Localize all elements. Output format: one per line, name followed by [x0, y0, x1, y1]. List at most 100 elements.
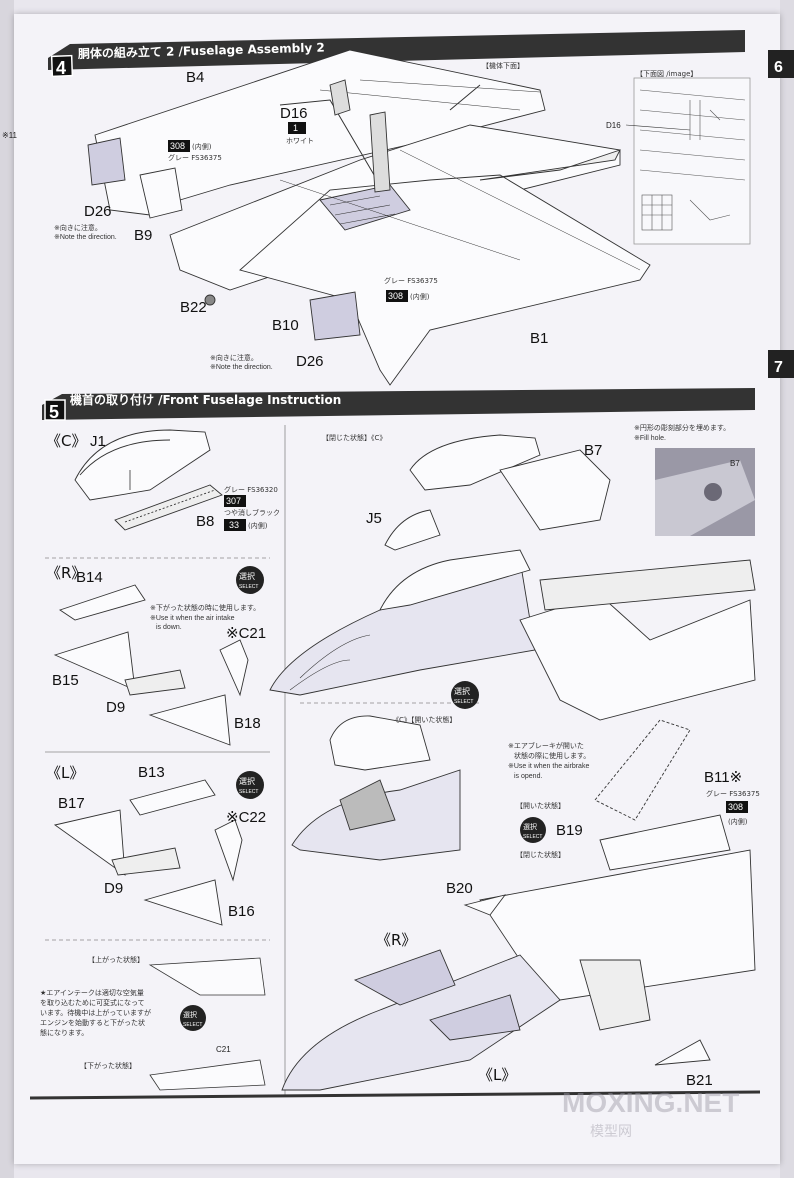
paint-307-num: 307: [226, 496, 241, 506]
svg-text:選択: 選択: [239, 776, 255, 786]
svg-text:選択: 選択: [183, 1010, 197, 1019]
nose-open-labels: 《C》【開いた状態】: [392, 715, 456, 724]
svg-text:選択: 選択: [239, 571, 255, 581]
select-badge-l: 選択 SELECT: [236, 771, 264, 799]
part-b4: B4: [186, 69, 204, 86]
paint-33-side: (内側): [248, 521, 268, 530]
svg-text:SELECT: SELECT: [239, 584, 258, 590]
part-b13: B13: [138, 764, 165, 781]
paint-308-name-a: グレー FS36375: [168, 153, 222, 162]
select-badge-intake: 選択 SELECT: [180, 1005, 206, 1031]
step5-number: 5: [49, 402, 59, 422]
part-b22: B22: [180, 299, 207, 316]
paint-33-num: 33: [229, 520, 239, 530]
part-b19: B19: [556, 822, 583, 839]
nose-intake-labels: 《R》 《L》: [376, 931, 516, 1084]
part-d9: D9: [106, 699, 125, 716]
note-direction-b-en: ※Note the direction.: [210, 364, 273, 371]
under-view-label: 【機体下面】: [482, 61, 524, 70]
subsection-l-labels: 《L》 B13 選択 SELECT B17 ※C22 D9 B16: [46, 764, 266, 920]
intake-state-panel: [148, 957, 266, 1091]
note-direction-a-en: ※Note the direction.: [54, 234, 117, 241]
intake-note-2: を取り込むために可変式になって: [40, 998, 145, 1007]
intake-note-5: 態になります。: [40, 1028, 88, 1037]
nose-intake-drawing: [281, 949, 561, 1091]
part-j1: J1: [90, 433, 106, 450]
part-j5: J5: [366, 510, 382, 527]
note-airbrake-1: ※エアブレーキが開いた: [508, 741, 584, 750]
intake-up-label: 【上がった状態】: [88, 955, 144, 964]
part-d26: D26: [84, 203, 112, 220]
airbrake-labels: ※エアブレーキが開いた 状態の際に使用します。 ※Use it when the…: [446, 741, 760, 1089]
part-b14: B14: [76, 569, 103, 586]
step4-title: 胴体の組み立て 2 /Fuselage Assembly 2: [78, 40, 325, 61]
note-down-en1: ※Use it when the air intake: [150, 615, 235, 622]
paint-33-name: つや消しブラック: [224, 508, 280, 517]
fuselage-assembly-drawing: [87, 49, 651, 386]
step4-inset-image: 【下面図 /image】 D16: [606, 70, 751, 245]
paint-308-name-b: グレー FS36375: [384, 276, 438, 285]
select-badge-center: 選択 SELECT: [451, 681, 479, 709]
paint-308-side-a: (内側): [192, 142, 212, 151]
part-d16: D16: [280, 105, 308, 122]
right-edge-step7: 7: [774, 359, 783, 376]
note-down-jp: ※下がった状態の時に使用します。: [150, 603, 260, 612]
inset-title: 【下面図 /image】: [636, 70, 697, 78]
page-edge-fragments: ※11 6 7: [2, 50, 794, 378]
svg-text:選択: 選択: [454, 686, 470, 696]
subsection-r: [53, 584, 249, 746]
intake-note-4: エンジンを始動すると下がった状: [40, 1018, 145, 1027]
watermark: MOXING.NET 模型网: [562, 1087, 739, 1140]
subsection-r-labels: 《R》 B14 選択 SELECT ※下がった状態の時に使用します。 ※Use …: [46, 564, 266, 732]
airbrake-drawing: [463, 719, 756, 1066]
part-b17: B17: [58, 795, 85, 812]
note-airbrake-3: ※Use it when the airbrake: [508, 763, 589, 770]
part-b16: B16: [228, 903, 255, 920]
note-direction-b-jp: ※向きに注意。: [210, 353, 258, 362]
part-b20: B20: [446, 880, 473, 897]
part-b21: B21: [686, 1072, 713, 1089]
c-label: 《C》: [46, 432, 86, 450]
paint-b11-num: 308: [728, 802, 743, 812]
right-page-edge: [780, 0, 794, 1178]
r-label: 《R》: [46, 564, 86, 582]
part-c21: ※C21: [226, 625, 266, 642]
intake-note-1: ★エアインテークは適切な空気量: [40, 988, 144, 997]
part-c22: ※C22: [226, 809, 266, 826]
svg-text:SELECT: SELECT: [239, 789, 258, 795]
l-label-2: 《L》: [478, 1066, 516, 1084]
step5-separators: [29, 425, 761, 1100]
part-b1: B1: [530, 330, 548, 347]
nose-open-drawing: [291, 715, 461, 861]
step4-header: 4 胴体の組み立て 2 /Fuselage Assembly 2: [48, 30, 745, 78]
note-fill-en: ※Fill hole.: [634, 435, 666, 442]
svg-text:SELECT: SELECT: [454, 699, 473, 705]
paint-b11-side: (内側): [728, 817, 748, 826]
paint-d16-num: 1: [293, 123, 298, 133]
subsection-c-labels: 《C》 J1 グレー FS36320 307 つや消しブラック 33 (内側) …: [46, 432, 280, 531]
brake-open-label: 【開いた状態】: [516, 801, 565, 810]
open-state-label: 《C》【開いた状態】: [392, 715, 456, 724]
paint-308-num-a: 308: [170, 141, 185, 151]
watermark-main: MOXING.NET: [562, 1087, 739, 1118]
nose-closed-labels: 【閉じた状態】《C》 B7 J5 ※円形の彫刻部分を埋めます。 ※Fill ho…: [322, 423, 730, 709]
b7-inset-photo: B7: [655, 448, 755, 536]
subsection-l: [53, 779, 243, 926]
part-b10: B10: [272, 317, 299, 334]
step4-labels: B4 D16 1 ホワイト 308 (内側) グレー FS36375 D26 ※…: [54, 61, 548, 371]
paint-308-side-b: (内側): [410, 292, 430, 301]
brake-closed-label: 【閉じた状態】: [516, 850, 565, 859]
part-b11: B11※: [704, 769, 742, 786]
select-badge-r: 選択 SELECT: [236, 566, 264, 594]
note-fill-jp: ※円形の彫刻部分を埋めます。: [634, 423, 730, 432]
part-d9-b: D9: [104, 880, 123, 897]
note-airbrake-2: 状態の際に使用します。: [514, 751, 590, 760]
part-d16-inset: D16: [606, 121, 621, 130]
part-b7: B7: [584, 442, 602, 459]
select-badge-brake: 選択 SELECT: [520, 817, 546, 843]
svg-text:SELECT: SELECT: [523, 834, 542, 840]
paint-307-name: グレー FS36320: [224, 485, 278, 494]
nose-closed-drawing: [269, 434, 756, 721]
subsection-c: [74, 429, 223, 531]
